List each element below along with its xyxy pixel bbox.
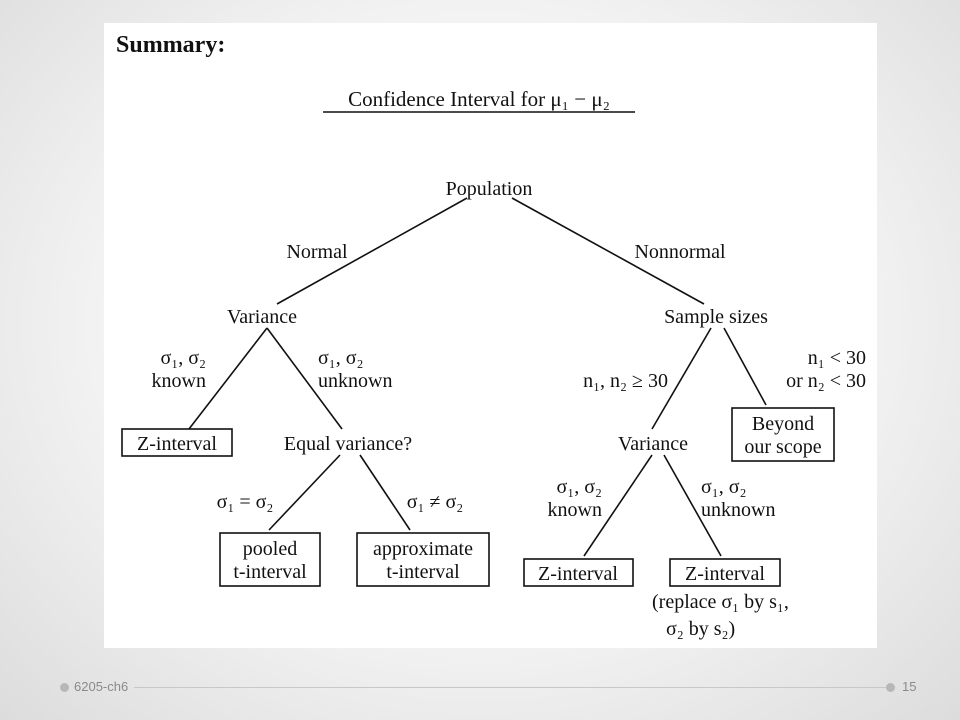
box-beyond: [731, 407, 835, 462]
edge-small-n: [723, 327, 767, 406]
edge-label-unknown-sym: σ₁, σ₂: [318, 347, 364, 369]
node-beyond-line2: our scope: [744, 436, 821, 458]
footer-label: 6205-ch6: [74, 679, 129, 694]
node-z-interval-left: Z-interval: [137, 433, 217, 455]
node-equal-variance: Equal variance?: [284, 433, 412, 455]
footer-divider: [134, 687, 886, 688]
diagram-title: Confidence Interval for μ₁ − μ₂: [348, 87, 610, 111]
edge-label-right-known: known: [548, 499, 602, 521]
edge-nonnormal: [511, 197, 705, 305]
edge-left-known: [188, 327, 268, 430]
node-variance-left: Variance: [227, 306, 297, 328]
edge-label-known-sym: σ₁, σ₂: [160, 347, 206, 369]
box-pooled: [219, 532, 321, 587]
node-population: Population: [446, 178, 533, 200]
replace-note-line2: σ₂ by s₂): [666, 618, 735, 640]
edge-label-large-n: n₁, n₂ ≥ 30: [583, 370, 668, 392]
edge-label-equal: σ₁ = σ₂: [217, 491, 274, 513]
edge-label-right-known-sym: σ₁, σ₂: [556, 476, 602, 498]
edge-label-small-n2: or n₂ < 30: [786, 370, 866, 392]
node-pooled-line1: pooled: [243, 538, 297, 560]
node-sample-sizes: Sample sizes: [664, 306, 768, 328]
edge-right-unknown: [663, 454, 722, 557]
footer-right-dot: [886, 683, 895, 692]
box-approx: [356, 532, 490, 587]
edge-normal: [276, 197, 468, 305]
confidence-interval-tree: Summary: Confidence Interval for μ₁ − μ₂…: [116, 32, 866, 640]
edge-label-known: known: [152, 370, 206, 392]
node-beyond-line1: Beyond: [752, 413, 814, 435]
edge-label-small-n1: n₁ < 30: [808, 347, 866, 369]
box-z-interval-left: [121, 428, 233, 457]
node-approx-line1: approximate: [373, 538, 473, 560]
edge-label-right-unknown: unknown: [701, 499, 775, 521]
edge-label-unknown: unknown: [318, 370, 392, 392]
node-approx-line2: t-interval: [386, 561, 460, 583]
footer-left-dot: [60, 683, 69, 692]
edge-label-unequal: σ₁ ≠ σ₂: [407, 491, 463, 513]
replace-note-line1: (replace σ₁ by s₁,: [652, 591, 789, 613]
node-z-interval-known: Z-interval: [538, 563, 618, 585]
edge-unequal: [359, 454, 411, 531]
box-z-interval-unknown: [669, 558, 781, 587]
node-variance-right: Variance: [618, 433, 688, 455]
edge-equal: [268, 454, 341, 531]
page-number: 15: [902, 679, 917, 694]
edge-label-nonnormal: Nonnormal: [634, 241, 726, 263]
node-z-interval-unknown: Z-interval: [685, 563, 765, 585]
edge-right-known: [583, 454, 653, 557]
node-pooled-line2: t-interval: [233, 561, 307, 583]
edge-label-right-unknown-sym: σ₁, σ₂: [701, 476, 747, 498]
slide-heading: Summary:: [116, 32, 225, 58]
edge-label-normal: Normal: [286, 241, 348, 263]
edge-large-n: [651, 327, 712, 430]
slide-image: Summary: Confidence Interval for μ₁ − μ₂…: [104, 23, 877, 648]
edge-left-unknown: [266, 327, 343, 430]
box-z-interval-known: [523, 558, 634, 587]
